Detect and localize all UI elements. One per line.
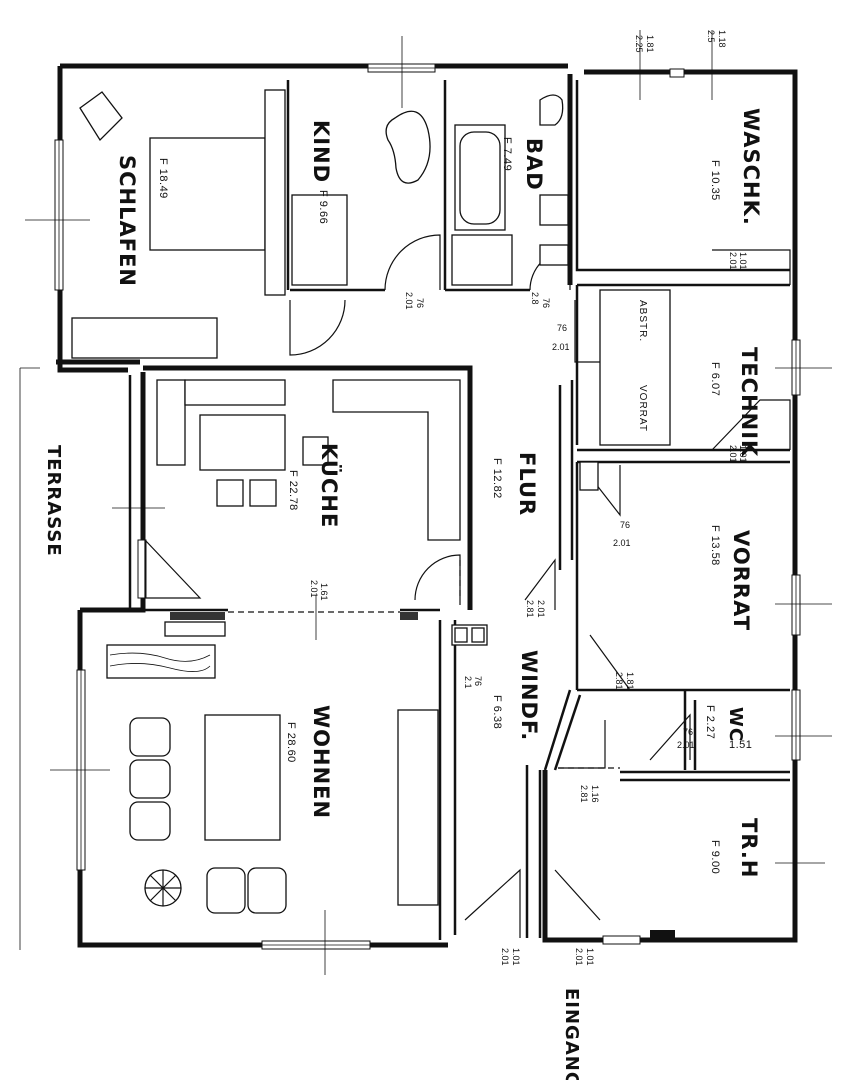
abstr-vorrat-label: VORRAT: [637, 385, 648, 432]
room-area: F 7.49: [501, 137, 513, 171]
room-name: VORRAT: [729, 530, 753, 631]
svg-text:1.81: 1.81: [645, 35, 655, 53]
room-area: F 9.66: [317, 190, 329, 224]
room-area: F 6.07: [709, 362, 721, 396]
openings: [228, 560, 620, 769]
svg-text:2.01: 2.01: [613, 538, 631, 548]
room-area: F 13.58: [709, 525, 721, 566]
svg-text:2.81: 2.81: [579, 785, 589, 803]
room-area: F 9.00: [709, 840, 721, 874]
svg-text:2.25: 2.25: [634, 35, 644, 53]
svg-text:76: 76: [620, 520, 630, 530]
room-name: FLUR: [515, 452, 539, 516]
svg-text:2.8: 2.8: [530, 292, 540, 305]
room-area: F 12.82: [491, 458, 503, 499]
room-label-kind: KIND F 9.66: [309, 120, 333, 224]
svg-text:2.1: 2.1: [463, 676, 473, 689]
room-name: WOHNEN: [309, 705, 333, 819]
room-label-kueche: KÜCHE F 22.78: [287, 443, 342, 528]
wc-extra-value: 1.51: [729, 739, 752, 751]
dimension-labels: 1.81 2.25 1.18 2.5 76 2.01 76 2.8 76 2.0…: [309, 30, 748, 966]
room-area: F 22.78: [287, 470, 299, 511]
room-label-trh: TR.H F 9.00: [709, 818, 761, 878]
svg-text:2.01: 2.01: [728, 252, 738, 270]
room-label-waschk: WASCHK. F 10.35: [709, 108, 763, 226]
room-label-bad: BAD F 7.49: [501, 137, 546, 191]
svg-text:2.01: 2.01: [574, 948, 584, 966]
room-area: F 28.60: [285, 722, 297, 763]
eingang-label: EINGANG: [561, 988, 582, 1080]
ticks: [19, 30, 832, 975]
svg-text:2.81: 2.81: [525, 600, 535, 618]
svg-text:76: 76: [473, 676, 483, 686]
furniture: [71, 89, 671, 914]
svg-text:2.01: 2.01: [728, 445, 738, 463]
plant-icon: [144, 869, 182, 907]
room-area: F 10.35: [709, 160, 721, 201]
svg-text:76: 76: [541, 298, 551, 308]
svg-text:1.18: 1.18: [717, 30, 727, 48]
room-label-wohnen: WOHNEN F 28.60: [285, 705, 333, 819]
room-area: F 18.49: [157, 158, 169, 199]
outside-labels: TERRASSE EINGANG ABSTR. VORRAT: [43, 300, 648, 1080]
room-label-vorrat: VORRAT F 13.58: [709, 525, 753, 631]
room-area: F 6.38: [491, 695, 503, 729]
svg-text:2.01: 2.01: [536, 600, 546, 618]
svg-text:76: 76: [415, 298, 425, 308]
room-label-windf: WINDF. F 6.38: [491, 650, 541, 741]
room-name: WINDF.: [517, 650, 541, 741]
svg-text:2.01: 2.01: [309, 580, 319, 598]
room-label-flur: FLUR F 12.82: [491, 452, 539, 516]
abstr-label: ABSTR.: [637, 300, 648, 342]
svg-text:2.01: 2.01: [677, 740, 695, 750]
svg-text:1.61: 1.61: [319, 583, 329, 601]
svg-text:1.81: 1.81: [625, 672, 635, 690]
room-label-technik: TECHNIK F 6.07: [709, 347, 761, 457]
svg-text:1.01: 1.01: [738, 445, 748, 463]
room-name: KIND: [309, 120, 333, 183]
svg-text:1.01: 1.01: [738, 252, 748, 270]
room-name: SCHLAFEN: [115, 155, 139, 287]
svg-text:76: 76: [557, 323, 567, 333]
svg-text:1.01: 1.01: [511, 948, 521, 966]
room-name: WC: [725, 707, 746, 742]
svg-text:2.01: 2.01: [404, 292, 414, 310]
svg-text:2.01: 2.01: [500, 948, 510, 966]
room-name: WASCHK.: [739, 108, 763, 226]
terrasse-label: TERRASSE: [43, 445, 64, 557]
svg-text:2.5: 2.5: [706, 30, 716, 43]
room-name: TR.H: [737, 818, 761, 878]
room-label-schlafen: SCHLAFEN F 18.49: [115, 155, 169, 287]
room-name: KÜCHE: [317, 443, 342, 528]
svg-text:2.81: 2.81: [614, 672, 624, 690]
room-area: F 2.27: [704, 705, 716, 739]
svg-text:1.01: 1.01: [585, 948, 595, 966]
svg-text:76: 76: [683, 727, 693, 737]
walls: [56, 63, 798, 948]
room-label-wc: WC F 2.27 1.51: [704, 705, 752, 751]
svg-text:2.01: 2.01: [552, 342, 570, 352]
room-name: BAD: [522, 138, 546, 191]
svg-text:1.16: 1.16: [590, 785, 600, 803]
room-name: TECHNIK: [737, 347, 761, 457]
